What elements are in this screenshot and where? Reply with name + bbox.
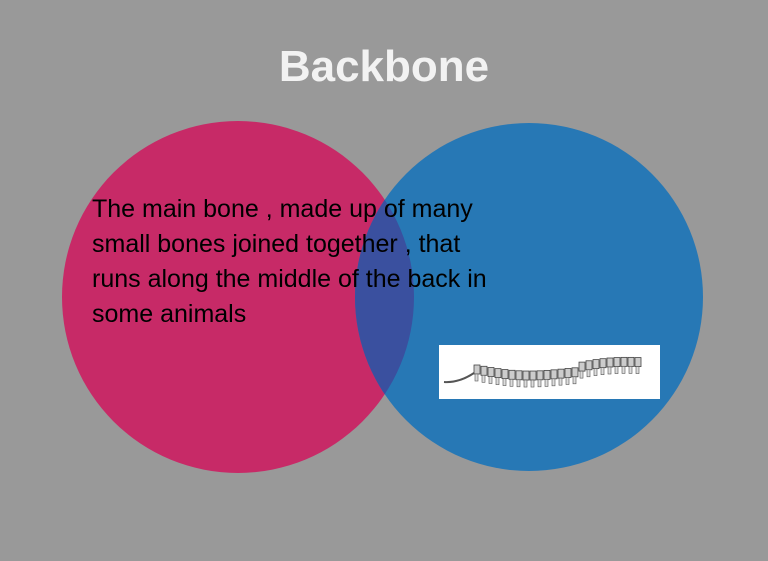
vertebra bbox=[501, 369, 509, 379]
left-circle bbox=[62, 121, 414, 473]
vertebra bbox=[564, 368, 572, 378]
vertebra-process bbox=[558, 377, 563, 386]
slide-title: Backbone bbox=[278, 42, 490, 91]
vertebra bbox=[578, 361, 586, 372]
vertebra-process bbox=[579, 370, 584, 379]
vertebra bbox=[557, 368, 565, 379]
vertebra bbox=[508, 369, 516, 380]
spine-illustration bbox=[443, 356, 642, 388]
vertebra bbox=[585, 360, 593, 371]
spine-image bbox=[439, 345, 660, 399]
vertebra bbox=[536, 370, 544, 381]
vertebra bbox=[599, 358, 607, 369]
vertebra bbox=[613, 357, 621, 367]
vertebra-process bbox=[621, 366, 626, 374]
vertebra-process bbox=[523, 379, 528, 388]
vertebra-process bbox=[474, 373, 479, 382]
vertebra bbox=[634, 357, 642, 367]
vertebra bbox=[571, 367, 579, 378]
vertebra-process bbox=[614, 366, 619, 374]
vertebra-process bbox=[607, 366, 612, 375]
vertebra bbox=[487, 367, 495, 377]
vertebra-process bbox=[495, 377, 500, 385]
vertebra bbox=[627, 356, 635, 367]
vertebra bbox=[522, 370, 530, 381]
vertebra-process bbox=[572, 376, 577, 385]
vertebra-process bbox=[537, 379, 542, 388]
vertebra-process bbox=[530, 379, 535, 388]
vertebra bbox=[494, 368, 502, 379]
vertebra bbox=[620, 356, 628, 367]
vertebra-process bbox=[551, 378, 556, 387]
definition-text: The main bone , made up of many small bo… bbox=[92, 195, 487, 328]
vertebra bbox=[592, 359, 600, 370]
vertebra bbox=[480, 365, 488, 376]
vertebra-process bbox=[481, 374, 486, 383]
vertebra-process bbox=[509, 378, 514, 387]
vertebra bbox=[606, 357, 614, 368]
vertebra-process bbox=[600, 367, 605, 375]
vertebra-process bbox=[593, 368, 598, 376]
vertebra-process bbox=[628, 366, 633, 374]
vertebra-process bbox=[502, 378, 507, 386]
vertebra-process bbox=[488, 376, 493, 384]
vertebra-process bbox=[544, 379, 549, 387]
vertebra bbox=[473, 364, 481, 375]
vertebra-process bbox=[516, 379, 521, 388]
vertebra bbox=[550, 369, 558, 380]
vertebra bbox=[529, 370, 537, 381]
vertebra-process bbox=[586, 369, 591, 378]
vertebra bbox=[515, 370, 523, 381]
vertebra bbox=[543, 369, 551, 380]
vertebra-process bbox=[565, 377, 570, 385]
vertebra-process bbox=[635, 366, 640, 374]
